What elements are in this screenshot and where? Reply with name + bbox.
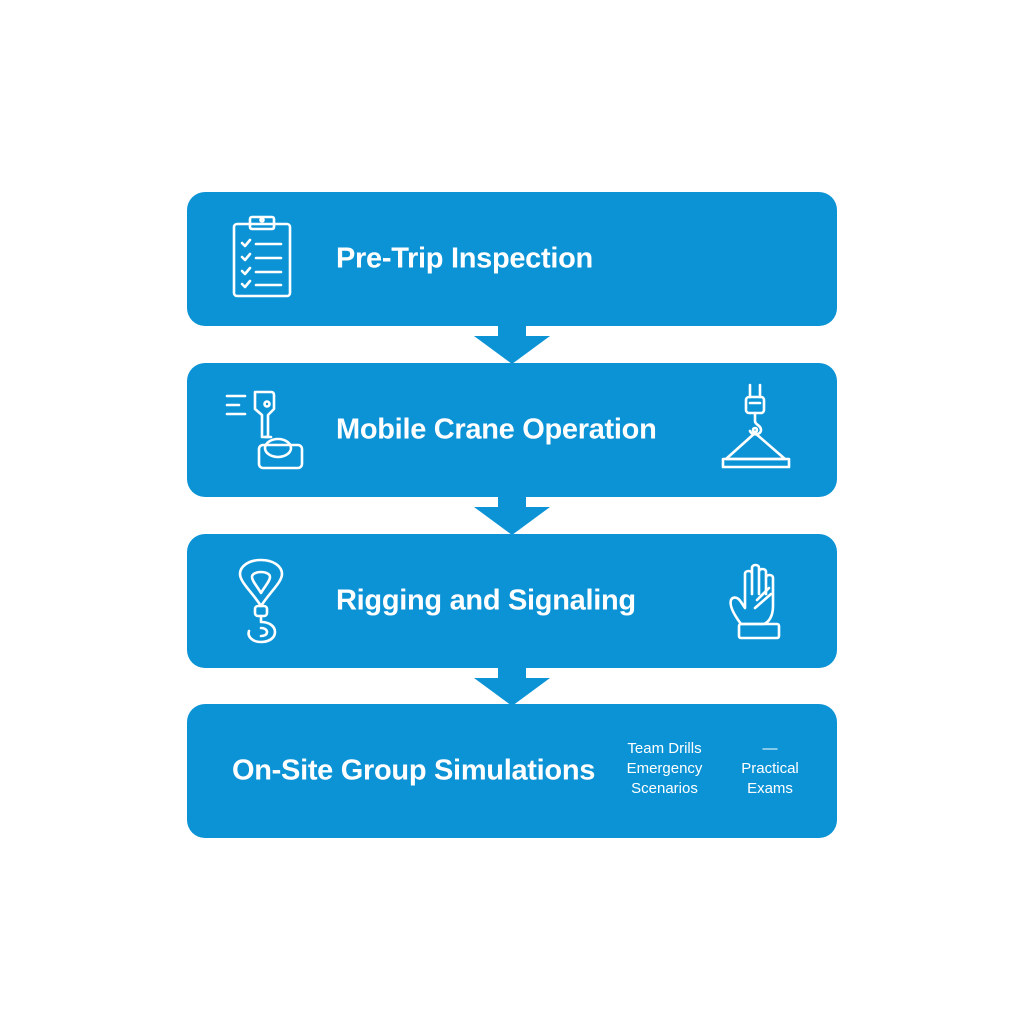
simulation-notes-left: Team Drills Emergency Scenarios (607, 739, 722, 799)
step-title: Mobile Crane Operation (336, 413, 657, 446)
training-flowchart: Pre-Trip Inspection Mobile Crane Operati… (187, 192, 837, 838)
note-team-drills: Team Drills (627, 740, 702, 757)
lifted-load-hook-icon (720, 383, 794, 473)
step-on-site-group-simulations: On-Site Group Simulations Team Drills Em… (187, 704, 837, 838)
note-practical: Practical (741, 760, 799, 777)
note-exams: Exams (747, 780, 793, 797)
arrow-down-icon (474, 666, 550, 706)
note-emergency: Emergency (626, 760, 703, 777)
note-dash: — (762, 740, 778, 757)
simulation-notes-right: — Practical Exams (728, 739, 812, 799)
note-scenarios: Scenarios (631, 780, 698, 797)
joystick-control-icon (225, 390, 309, 470)
arrow-down-icon (474, 324, 550, 364)
step-title: Rigging and Signaling (336, 584, 636, 617)
glove-hand-signal-icon (727, 558, 793, 644)
clipboard-checklist-icon (231, 214, 293, 298)
step-mobile-crane-operation: Mobile Crane Operation (187, 363, 837, 497)
step-pre-trip-inspection: Pre-Trip Inspection (187, 192, 837, 326)
step-rigging-and-signaling: Rigging and Signaling (187, 534, 837, 668)
arrow-down-icon (474, 495, 550, 535)
step-title: On-Site Group Simulations (232, 754, 596, 787)
rigging-hook-icon (237, 556, 285, 644)
step-title: Pre-Trip Inspection (336, 242, 593, 275)
